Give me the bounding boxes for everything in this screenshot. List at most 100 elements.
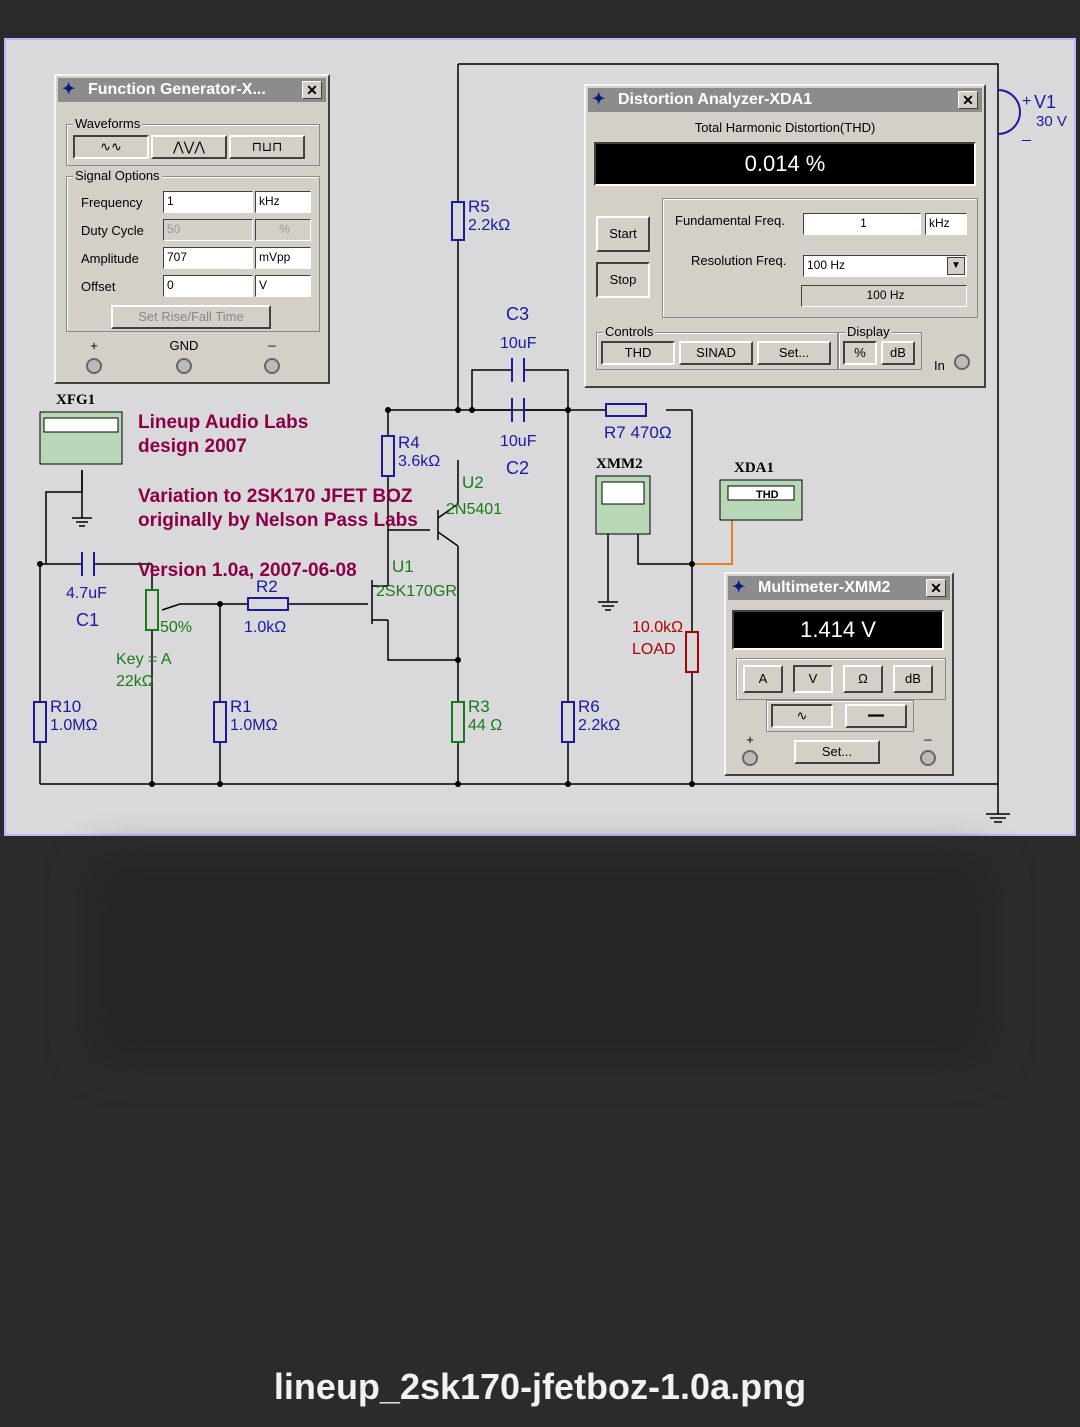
- ac-wave-icon: ∿: [796, 708, 808, 723]
- stop-button[interactable]: Stop: [596, 262, 650, 298]
- chevron-down-icon[interactable]: ▼: [947, 257, 965, 275]
- waveforms-label: Waveforms: [73, 116, 143, 131]
- r6-name: R6: [578, 697, 600, 716]
- voltmeter-button[interactable]: V: [793, 665, 833, 693]
- xfg1-label: XFG1: [56, 392, 95, 408]
- input-terminal[interactable]: [954, 354, 970, 370]
- input-label: In: [934, 358, 945, 373]
- top-bar: [0, 0, 1080, 36]
- offset-input[interactable]: 0: [163, 275, 253, 297]
- display-group: Display % dB: [838, 324, 922, 370]
- controls-label: Controls: [603, 324, 656, 339]
- percent-button[interactable]: %: [843, 341, 877, 365]
- display-label: Display: [845, 324, 892, 339]
- r3-value: 44 Ω: [468, 717, 502, 734]
- ohmmeter-button[interactable]: Ω: [843, 665, 883, 693]
- triangle-icon: ⋀⋁⋀: [173, 139, 205, 154]
- start-button[interactable]: Start: [596, 216, 650, 252]
- dc-mode-button[interactable]: ━━: [845, 704, 907, 728]
- fg-plus-terminal[interactable]: [86, 358, 102, 374]
- annotation-line3: Variation to 2SK170 JFET BOZ: [138, 486, 413, 507]
- drop-shadow: [90, 860, 990, 1060]
- ac-mode-button[interactable]: ∿: [771, 704, 833, 728]
- c1-name: C1: [76, 610, 99, 630]
- close-button[interactable]: ✕: [958, 91, 978, 109]
- amplitude-unit-select[interactable]: mVpp: [255, 247, 311, 269]
- close-button[interactable]: ✕: [926, 579, 946, 597]
- r5-value: 2.2kΩ: [468, 217, 510, 234]
- square-icon: ⊓⊔⊓: [251, 139, 283, 154]
- fg-plus-label: +: [90, 338, 98, 353]
- mm-plus-terminal[interactable]: [742, 750, 758, 766]
- fundamental-freq-input[interactable]: 1: [803, 213, 921, 235]
- multimeter-title: Multimeter-XMM2: [758, 579, 891, 596]
- set-button[interactable]: Set...: [757, 341, 831, 365]
- mode-buttons-group: A V Ω dB: [736, 658, 946, 700]
- frequency-unit-select[interactable]: kHz: [255, 191, 311, 213]
- r7-label: R7 470Ω: [604, 423, 672, 442]
- annotation-line1: Lineup Audio Labs: [138, 412, 308, 433]
- close-button[interactable]: ✕: [302, 81, 322, 99]
- annotation-line4: originally by Nelson Pass Labs: [138, 510, 418, 531]
- pot-key: Key = A: [116, 651, 172, 668]
- r4-value: 3.6kΩ: [398, 453, 440, 470]
- r2-name: R2: [256, 577, 278, 596]
- xda1-display-text: THD: [756, 489, 779, 501]
- fundamental-freq-label: Fundamental Freq.: [675, 213, 785, 228]
- duty-cycle-input[interactable]: 50: [163, 219, 253, 241]
- r6-value: 2.2kΩ: [578, 717, 620, 734]
- v1-plus: +: [1022, 93, 1031, 110]
- db-button[interactable]: dB: [881, 341, 915, 365]
- square-wave-button[interactable]: ⊓⊔⊓: [229, 135, 305, 159]
- mm-minus-terminal[interactable]: [920, 750, 936, 766]
- function-generator-titlebar[interactable]: ✦ Function Generator-X... ✕: [58, 78, 326, 102]
- offset-unit-select[interactable]: V: [255, 275, 311, 297]
- amplitude-input[interactable]: 707: [163, 247, 253, 269]
- fg-minus-label: _: [268, 332, 276, 347]
- thd-heading: Total Harmonic Distortion(THD): [694, 120, 876, 135]
- multimeter-titlebar[interactable]: ✦ Multimeter-XMM2 ✕: [728, 576, 950, 600]
- function-generator-title: Function Generator-X...: [88, 81, 266, 98]
- r5-name: R5: [468, 197, 490, 216]
- distortion-analyzer-window[interactable]: ✦ Distortion Analyzer-XDA1 ✕ Total Harmo…: [584, 84, 986, 388]
- resolution-freq-select[interactable]: 100 Hz ▼: [803, 255, 967, 277]
- instrument-icon: ✦: [592, 91, 606, 108]
- set-rise-fall-time-button[interactable]: Set Rise/Fall Time: [111, 305, 271, 329]
- distortion-analyzer-titlebar[interactable]: ✦ Distortion Analyzer-XDA1 ✕: [588, 88, 982, 112]
- sinad-button[interactable]: SINAD: [679, 341, 753, 365]
- resolution-freq-label: Resolution Freq.: [691, 253, 787, 268]
- fundamental-freq-unit[interactable]: kHz: [925, 213, 967, 235]
- decibel-button[interactable]: dB: [893, 665, 933, 693]
- multimeter-reading-display: 1.414 V: [732, 610, 944, 650]
- thd-button[interactable]: THD: [601, 341, 675, 365]
- triangle-wave-button[interactable]: ⋀⋁⋀: [151, 135, 227, 159]
- waveforms-group: Waveforms ∿∿ ⋀⋁⋀ ⊓⊔⊓: [66, 116, 320, 166]
- mm-plus-label: +: [746, 732, 754, 747]
- multimeter-set-button[interactable]: Set...: [794, 740, 880, 764]
- function-generator-window[interactable]: ✦ Function Generator-X... ✕ Waveforms ∿∿…: [54, 74, 330, 384]
- ammeter-button[interactable]: A: [743, 665, 783, 693]
- circuit-schematic: V1 30 V + _ R5 2.2kΩ C3 10uF 10uF C2 R4 …: [33, 63, 1067, 823]
- multimeter-window[interactable]: ✦ Multimeter-XMM2 ✕ 1.414 V A V Ω dB ∿ ━…: [724, 572, 954, 776]
- c1-value: 4.7uF: [66, 585, 107, 602]
- thd-reading-display: 0.014 %: [594, 142, 976, 186]
- xda1-label: XDA1: [734, 460, 774, 476]
- xmm2-label: XMM2: [596, 456, 643, 472]
- resolution-freq-readout: 100 Hz: [801, 285, 967, 307]
- sine-wave-button[interactable]: ∿∿: [73, 135, 149, 159]
- fg-gnd-label: GND: [169, 338, 199, 353]
- r4-name: R4: [398, 433, 420, 452]
- r10-name: R10: [50, 697, 81, 716]
- pot-value: 22kΩ: [116, 673, 154, 690]
- load-value: 10.0kΩ: [632, 619, 683, 636]
- u2-part: 2N5401: [446, 501, 502, 518]
- amplitude-label: Amplitude: [81, 251, 139, 266]
- frequency-input[interactable]: 1: [163, 191, 253, 213]
- fg-gnd-terminal[interactable]: [176, 358, 192, 374]
- sine-icon: ∿∿: [100, 139, 122, 154]
- r3-name: R3: [468, 697, 490, 716]
- fg-minus-terminal[interactable]: [264, 358, 280, 374]
- distortion-analyzer-title: Distortion Analyzer-XDA1: [618, 91, 813, 108]
- dc-line-icon: ━━: [868, 708, 884, 723]
- schematic-canvas[interactable]: V1 30 V + _ R5 2.2kΩ C3 10uF 10uF C2 R4 …: [4, 38, 1076, 836]
